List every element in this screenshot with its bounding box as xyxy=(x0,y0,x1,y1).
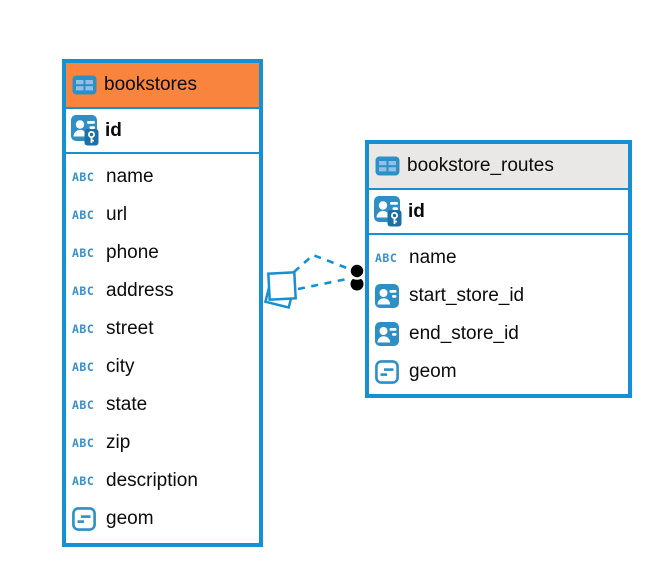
column-row-address[interactable]: ABC address xyxy=(66,272,259,310)
column-row-city[interactable]: ABC city xyxy=(66,348,259,386)
table-icon xyxy=(72,75,102,95)
column-row-geom[interactable]: geom xyxy=(66,500,259,538)
text-type-icon: ABC xyxy=(72,360,95,374)
column-name: city xyxy=(106,356,135,377)
text-type-icon: ABC xyxy=(72,436,95,450)
foreign-key-icon xyxy=(375,322,405,346)
text-type-icon: ABC xyxy=(375,251,398,265)
geometry-type-icon xyxy=(72,507,102,531)
primary-key-name: id xyxy=(105,119,122,141)
column-row-state[interactable]: ABC state xyxy=(66,386,259,424)
column-name: description xyxy=(106,470,198,491)
relationship-endpoint-marker xyxy=(348,262,366,291)
relationship-line-lower xyxy=(297,277,348,291)
column-name: name xyxy=(106,166,154,187)
table-bookstore-routes[interactable]: bookstore_routes id ABC name start_store_i… xyxy=(365,140,632,398)
foreign-key-icon xyxy=(375,284,405,308)
column-row-url[interactable]: ABC url xyxy=(66,196,259,234)
geometry-handle-icon xyxy=(263,271,297,310)
text-type-icon: ABC xyxy=(72,474,95,488)
text-type-icon: ABC xyxy=(72,284,95,298)
column-row-description[interactable]: ABC description xyxy=(66,462,259,500)
column-row-start_store_id[interactable]: start_store_id xyxy=(369,277,628,315)
column-name: address xyxy=(106,280,174,301)
column-row-name[interactable]: ABC name xyxy=(66,158,259,196)
primary-key-row[interactable]: id xyxy=(66,109,259,154)
table-header[interactable]: bookstore_routes xyxy=(369,144,628,190)
column-name: geom xyxy=(409,361,457,382)
geometry-type-icon xyxy=(375,360,405,384)
column-row-street[interactable]: ABC street xyxy=(66,310,259,348)
table-header[interactable]: bookstores xyxy=(66,63,259,109)
column-name: url xyxy=(106,204,128,225)
primary-key-name: id xyxy=(408,200,425,222)
text-type-icon: ABC xyxy=(72,170,95,184)
column-row-geom[interactable]: geom xyxy=(369,353,628,391)
column-name: end_store_id xyxy=(409,323,519,344)
column-name: zip xyxy=(106,432,131,453)
primary-key-row[interactable]: id xyxy=(369,190,628,235)
text-type-icon: ABC xyxy=(72,208,95,222)
table-title: bookstore_routes xyxy=(407,155,554,176)
column-row-zip[interactable]: ABC zip xyxy=(66,424,259,462)
text-type-icon: ABC xyxy=(72,246,95,260)
column-row-phone[interactable]: ABC phone xyxy=(66,234,259,272)
table-title: bookstores xyxy=(104,74,197,95)
column-row-end_store_id[interactable]: end_store_id xyxy=(369,315,628,353)
column-name: phone xyxy=(106,242,159,263)
column-name: start_store_id xyxy=(409,285,525,306)
column-row-name[interactable]: ABC name xyxy=(369,239,628,277)
column-name: geom xyxy=(106,508,154,529)
column-name: name xyxy=(409,247,457,268)
column-name: street xyxy=(106,318,154,339)
primary-key-icon xyxy=(71,115,101,146)
column-name: state xyxy=(106,394,148,415)
relationship-line-upper xyxy=(293,253,353,273)
primary-key-icon xyxy=(374,196,404,227)
table-icon xyxy=(375,156,405,176)
text-type-icon: ABC xyxy=(72,398,95,412)
text-type-icon: ABC xyxy=(72,322,95,336)
